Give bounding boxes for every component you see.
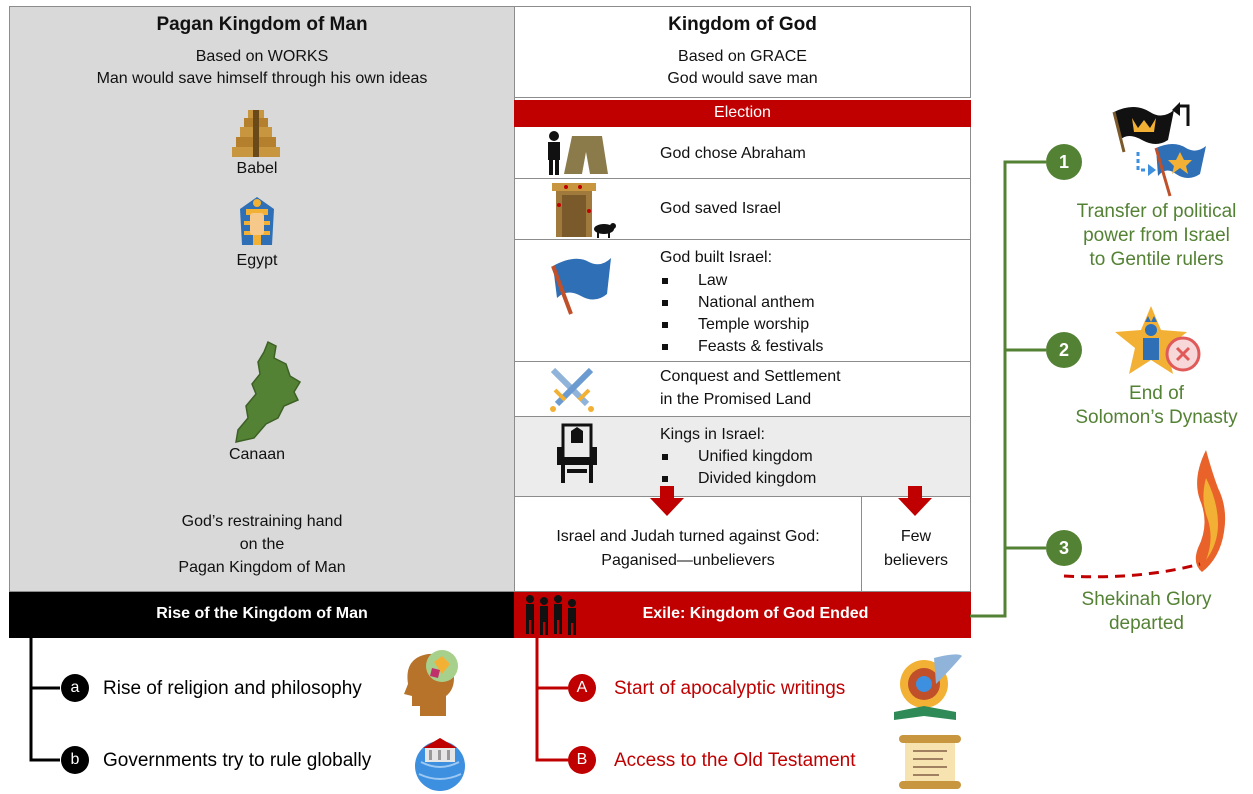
consequence-3-line-2: departed — [1108, 613, 1184, 634]
abraham-tent-icon — [548, 131, 608, 175]
turned-text-2: Paganised—unbelievers — [601, 552, 775, 569]
apocalyptic-book-icon — [894, 654, 962, 720]
marker-b: b — [61, 746, 89, 774]
right-banner-label: Exile: Kingdom of God Ended — [642, 605, 869, 622]
restraining-line-1: God’s restraining hand — [181, 513, 343, 530]
row-built — [514, 240, 971, 362]
right-list-item-A: Start of apocalyptic writings — [614, 678, 846, 699]
right-branch-connector — [535, 638, 568, 762]
saved-text: God saved Israel — [660, 200, 781, 217]
conquest-text-2: in the Promised Land — [660, 391, 812, 408]
exiles-icon — [526, 595, 576, 635]
built-text: God built Israel: — [660, 249, 773, 266]
right-header — [514, 6, 971, 98]
consequence-connector — [970, 160, 1046, 618]
consequence-3-line-1: Shekinah Glory — [1081, 589, 1212, 610]
kings-list: Unified kingdom Divided kingdom — [660, 446, 960, 490]
marker-B: B — [568, 746, 596, 774]
right-list-item-B: Access to the Old Testament — [614, 750, 856, 771]
list-item: Unified kingdom — [660, 446, 960, 468]
list-item: Feasts & festivals — [660, 336, 960, 358]
consequence-3-number: 3 — [1046, 530, 1082, 566]
down-arrow-icon — [898, 486, 932, 516]
left-title: Pagan Kingdom of Man — [156, 14, 368, 35]
list-item: Law — [660, 270, 960, 292]
consequence-1-line-1: Transfer of political — [1076, 201, 1237, 222]
canaan-label: Canaan — [228, 446, 286, 463]
left-branch-connector — [29, 638, 60, 762]
consequence-2-number: 2 — [1046, 332, 1082, 368]
pharaoh-icon — [240, 197, 274, 245]
consequence-1-line-3: to Gentile rulers — [1089, 249, 1224, 270]
globe-government-icon — [415, 738, 465, 791]
left-list-item-b: Governments try to rule globally — [103, 750, 372, 771]
down-arrow-icon — [650, 486, 684, 516]
few-text-1: Few — [900, 528, 932, 545]
canaan-map-icon — [235, 340, 302, 443]
left-body — [9, 97, 515, 592]
israel-flag-icon — [551, 258, 611, 315]
election-bar — [514, 100, 971, 127]
scroll-icon — [899, 735, 961, 789]
crossed-swords-icon — [550, 367, 594, 412]
conquest-text-1: Conquest and Settlement — [660, 368, 841, 385]
list-item: Divided kingdom — [660, 468, 960, 490]
left-header — [9, 6, 515, 98]
babel-ziggurat-icon — [232, 110, 280, 157]
egypt-label: Egypt — [236, 252, 278, 269]
abraham-text: God chose Abraham — [660, 145, 806, 162]
left-list-item-a: Rise of religion and philosophy — [103, 678, 362, 699]
right-title: Kingdom of God — [668, 14, 817, 35]
built-list: Law National anthem Temple worship Feast… — [660, 270, 960, 358]
kings-text: Kings in Israel: — [660, 426, 765, 443]
left-subtitle-1: Based on WORKS — [195, 48, 329, 65]
consequence-1-line-2: power from Israel — [1083, 225, 1230, 246]
marker-a: a — [61, 674, 89, 702]
passover-door-icon — [552, 183, 616, 238]
restraining-line-2: on the — [239, 536, 285, 553]
right-subtitle-1: Based on GRACE — [678, 48, 807, 65]
throne-icon — [557, 423, 597, 483]
babel-label: Babel — [236, 160, 278, 177]
left-banner — [9, 592, 515, 638]
consequence-2-line-2: Solomon’s Dynasty — [1075, 407, 1238, 428]
row-turned — [514, 497, 862, 592]
list-item: Temple worship — [660, 314, 960, 336]
election-label: Election — [714, 104, 771, 121]
turned-text-1: Israel and Judah turned against God: — [556, 528, 820, 545]
left-subtitle-2: Man would save himself through his own i… — [96, 70, 428, 87]
head-puzzle-icon — [404, 650, 458, 716]
transfer-flags-icon — [1112, 102, 1206, 197]
consequence-2-line-1: End of — [1129, 383, 1184, 404]
shekinah-flame-icon — [1063, 450, 1226, 579]
consequence-1-number: 1 — [1046, 144, 1082, 180]
right-banner — [514, 592, 971, 638]
right-subtitle-2: God would save man — [667, 70, 818, 87]
list-item: National anthem — [660, 292, 960, 314]
few-text-2: believers — [883, 552, 949, 569]
left-banner-label: Rise of the Kingdom of Man — [156, 605, 368, 622]
star-king-cancel-icon — [1115, 306, 1201, 374]
marker-A: A — [568, 674, 596, 702]
restraining-line-3: Pagan Kingdom of Man — [178, 559, 346, 576]
